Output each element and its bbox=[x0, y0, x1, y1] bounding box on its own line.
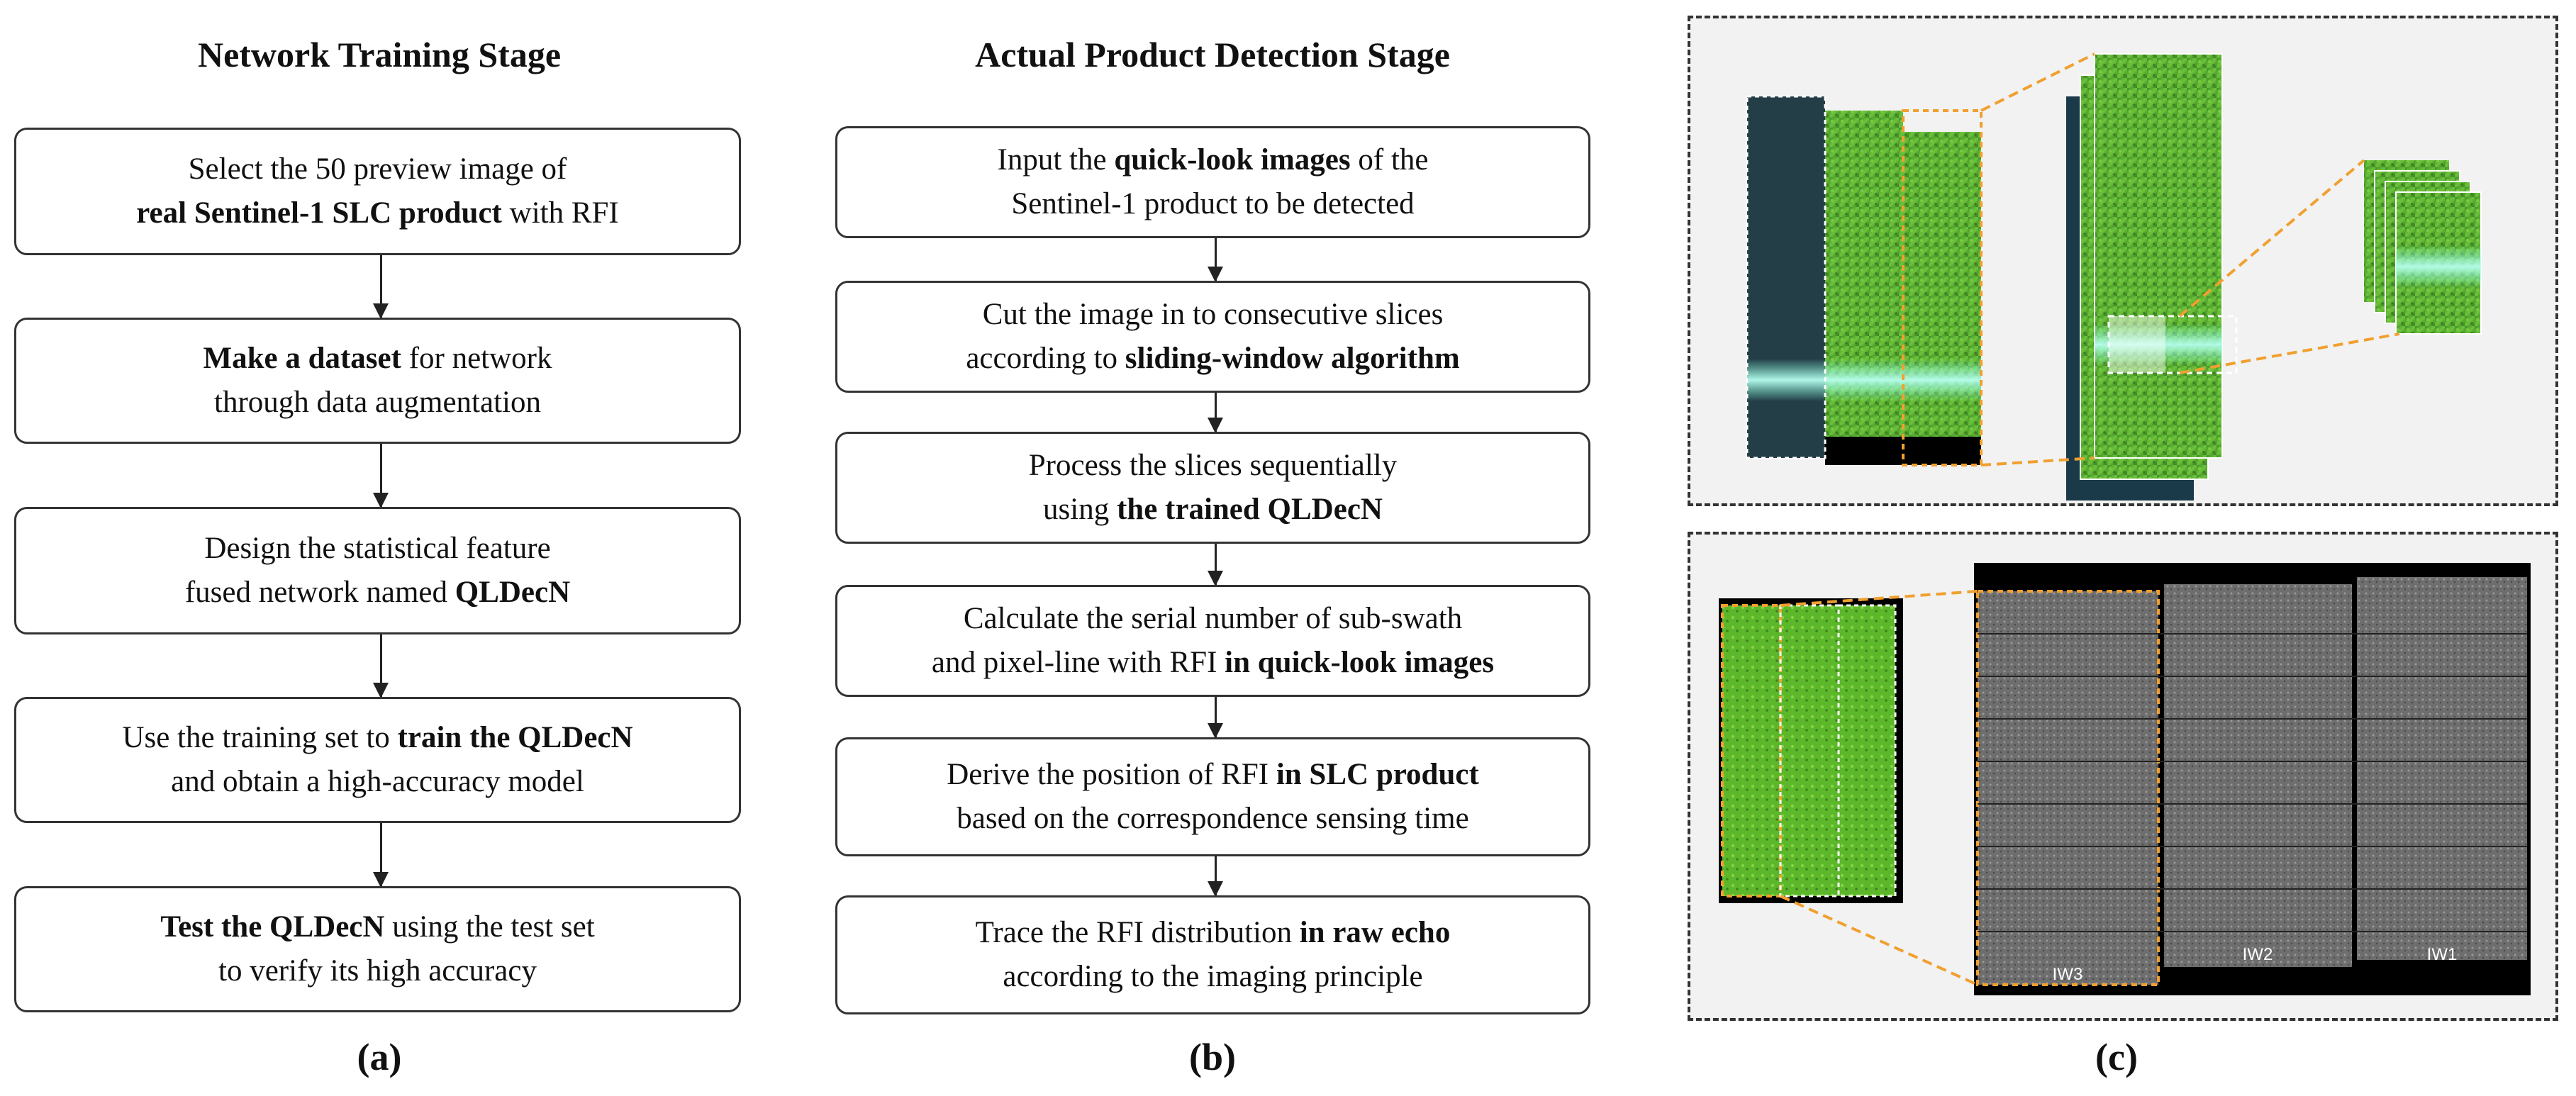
step-text: Trace the RFI distribution in raw echo bbox=[975, 915, 1451, 949]
step-text: to verify its high accuracy bbox=[218, 954, 537, 988]
step-text: Cut the image in to consecutive slices bbox=[982, 297, 1444, 331]
flow-arrow bbox=[1208, 856, 1223, 897]
training-step-2: Make a dataset for network through data … bbox=[14, 318, 741, 444]
slc-sub-swaths: IW3 IW2 IW1 bbox=[1974, 563, 2531, 995]
sliding-window-illustration bbox=[1746, 52, 2482, 501]
training-step-3: Design the statistical feature fused net… bbox=[14, 507, 741, 634]
training-step-5: Test the QLDecN using the test set to ve… bbox=[14, 886, 741, 1012]
panel-b-label: (b) bbox=[1189, 1036, 1236, 1078]
flow-arrow bbox=[373, 634, 389, 698]
flow-arrow bbox=[373, 823, 389, 888]
quicklook-image bbox=[1746, 95, 1983, 466]
sub-swath-panel: IW3 IW2 IW1 bbox=[1688, 532, 2558, 1021]
swath-label-iw2: IW2 bbox=[2243, 945, 2273, 964]
panel-c-label: (c) bbox=[2095, 1036, 2138, 1078]
step-text: according to the imaging principle bbox=[1003, 960, 1423, 993]
step-text: Input the quick-look images of the bbox=[997, 142, 1429, 177]
step-text: Design the statistical feature bbox=[204, 531, 551, 565]
network-training-stage-title: Network Training Stage bbox=[197, 35, 562, 74]
zoom-connector-lines bbox=[1780, 590, 1978, 986]
step-text: and pixel-line with RFI in quick-look im… bbox=[931, 646, 1495, 679]
step-text: Sentinel-1 product to be detected bbox=[1011, 187, 1415, 220]
swath-label-iw3: IW3 bbox=[2053, 965, 2083, 984]
detection-step-1: Input the quick-look images of the Senti… bbox=[835, 126, 1590, 238]
sub-swath-illustration: IW3 IW2 IW1 bbox=[1719, 563, 2531, 995]
step-text: according to sliding-window algorithm bbox=[966, 342, 1460, 375]
detection-step-2: Cut the image in to consecutive slices a… bbox=[835, 281, 1590, 393]
step-text: using the trained QLDecN bbox=[1043, 493, 1383, 526]
quicklook-thumbnail bbox=[1719, 598, 1903, 903]
detection-step-3: Process the slices sequentially using th… bbox=[835, 432, 1590, 544]
flow-arrow bbox=[1208, 393, 1223, 433]
step-text: Test the QLDecN using the test set bbox=[160, 910, 595, 944]
sliding-window-panel bbox=[1688, 16, 2558, 506]
step-text: based on the correspondence sensing time bbox=[957, 802, 1469, 835]
step-text: fused network named QLDecN bbox=[184, 576, 571, 609]
step-text: real Sentinel-1 SLC product with RFI bbox=[136, 196, 619, 230]
flow-arrow bbox=[1208, 544, 1223, 586]
step-text: Make a dataset for network bbox=[203, 341, 552, 375]
step-text: Select the 50 preview image of bbox=[188, 152, 567, 186]
sub-swath-stack bbox=[2066, 53, 2238, 501]
swath-label-iw1: IW1 bbox=[2427, 945, 2458, 964]
panel-a-label: (a) bbox=[357, 1036, 402, 1078]
detection-stage-title: Actual Product Detection Stage bbox=[975, 35, 1450, 74]
flow-arrow bbox=[373, 255, 389, 319]
detection-step-4: Calculate the serial number of sub-swath… bbox=[835, 585, 1590, 697]
flow-arrow bbox=[1208, 697, 1223, 739]
training-step-1: Select the 50 preview image of real Sent… bbox=[14, 128, 741, 255]
flow-arrow bbox=[373, 444, 389, 508]
step-text: Calculate the serial number of sub-swath bbox=[963, 601, 1463, 635]
detection-step-5: Derive the position of RFI in SLC produc… bbox=[835, 737, 1590, 856]
slice-window-stack bbox=[2364, 160, 2482, 335]
step-text: through data augmentation bbox=[214, 386, 541, 419]
step-text: and obtain a high-accuracy model bbox=[171, 765, 584, 798]
step-text: Use the training set to train the QLDecN bbox=[122, 720, 633, 754]
flow-arrow bbox=[1208, 238, 1223, 282]
training-step-4: Use the training set to train the QLDecN… bbox=[14, 697, 741, 823]
step-text: Process the slices sequentially bbox=[1028, 448, 1398, 482]
step-text: Derive the position of RFI in SLC produc… bbox=[947, 757, 1479, 791]
zoom-connector-lines bbox=[1980, 52, 2400, 466]
detection-step-6: Trace the RFI distribution in raw echo a… bbox=[835, 895, 1590, 1014]
